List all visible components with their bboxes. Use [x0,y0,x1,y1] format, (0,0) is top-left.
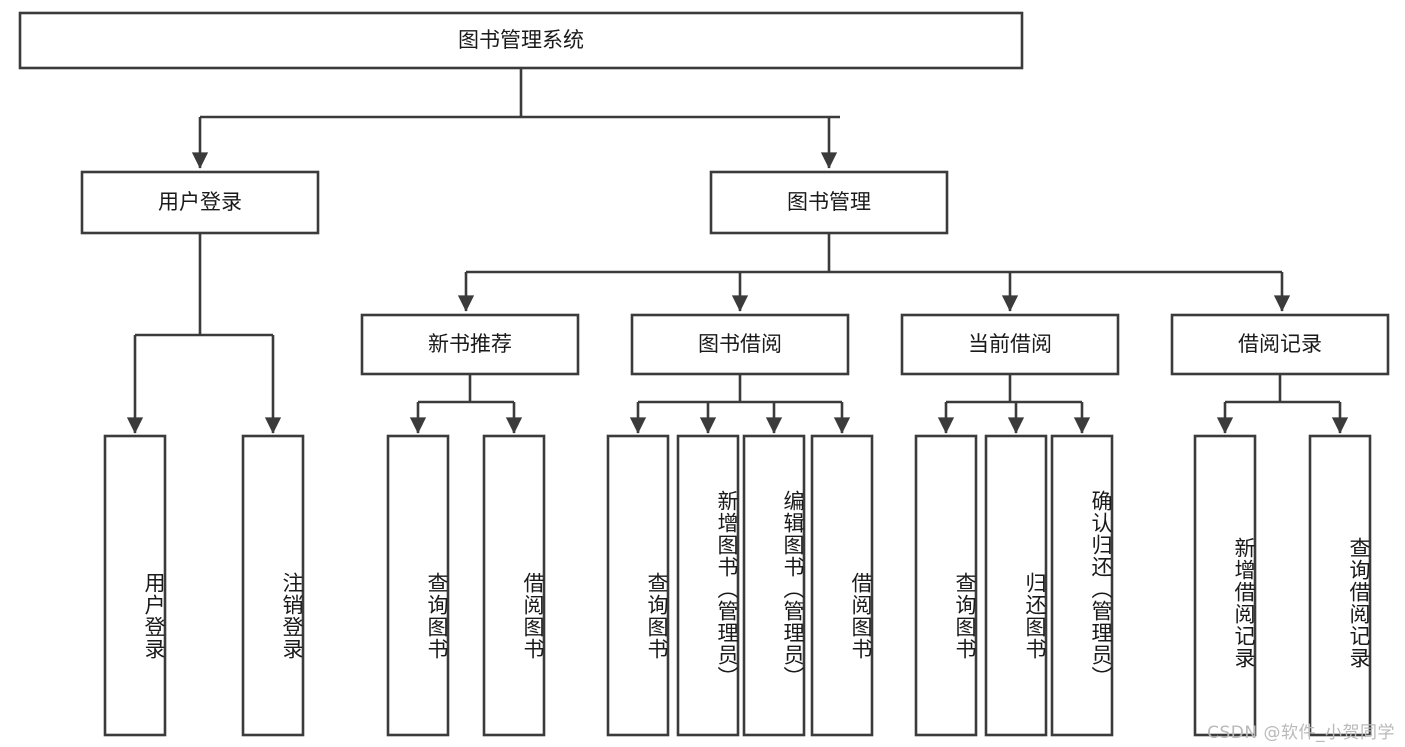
node-current-borrow-label: 当前借阅 [968,332,1052,356]
node-group: 图书管理系统 用户登录 图书管理 新书推荐 图书借阅 当前借阅 借阅记录 [18,11,1390,737]
node-leaf-user-login-box[interactable] [103,434,167,737]
node-leaf-query-book-2-box[interactable] [606,434,670,737]
node-new-book-rec-box[interactable] [360,313,580,376]
node-book-borrow-label: 图书借阅 [698,332,782,356]
node-leaf-borrow-book-1-box[interactable] [482,434,546,737]
connector-group [126,68,1349,434]
node-leaf-add-book-box[interactable] [676,434,740,737]
node-borrow-record-box[interactable] [1170,313,1390,376]
watermark-text: CSDN @软件_小贺同学 [1207,723,1395,743]
node-leaf-query-book-3-box[interactable] [914,434,978,737]
node-leaf-borrow-book-2-box[interactable] [810,434,874,737]
node-leaf-logout-login-box[interactable] [241,434,305,737]
node-leaf-query-record-box[interactable] [1308,434,1372,737]
node-leaf-return-book-box[interactable] [984,434,1048,737]
node-leaf-edit-book-box[interactable] [742,434,806,737]
node-book-manage-box[interactable] [709,170,949,235]
node-leaf-confirm-return-box[interactable] [1050,434,1114,737]
node-borrow-record-label: 借阅记录 [1238,332,1322,356]
node-new-book-rec-label: 新书推荐 [428,332,512,356]
node-user-login-box[interactable] [80,170,320,235]
node-book-manage-label: 图书管理 [787,190,871,214]
node-current-borrow-box[interactable] [900,313,1120,376]
node-root-label: 图书管理系统 [458,28,584,52]
node-leaf-query-book-1-box[interactable] [386,434,450,737]
node-book-borrow-box[interactable] [630,313,850,376]
node-root-box[interactable] [18,11,1024,70]
node-user-login-label: 用户登录 [158,190,242,214]
node-leaf-add-record-box[interactable] [1193,434,1257,737]
